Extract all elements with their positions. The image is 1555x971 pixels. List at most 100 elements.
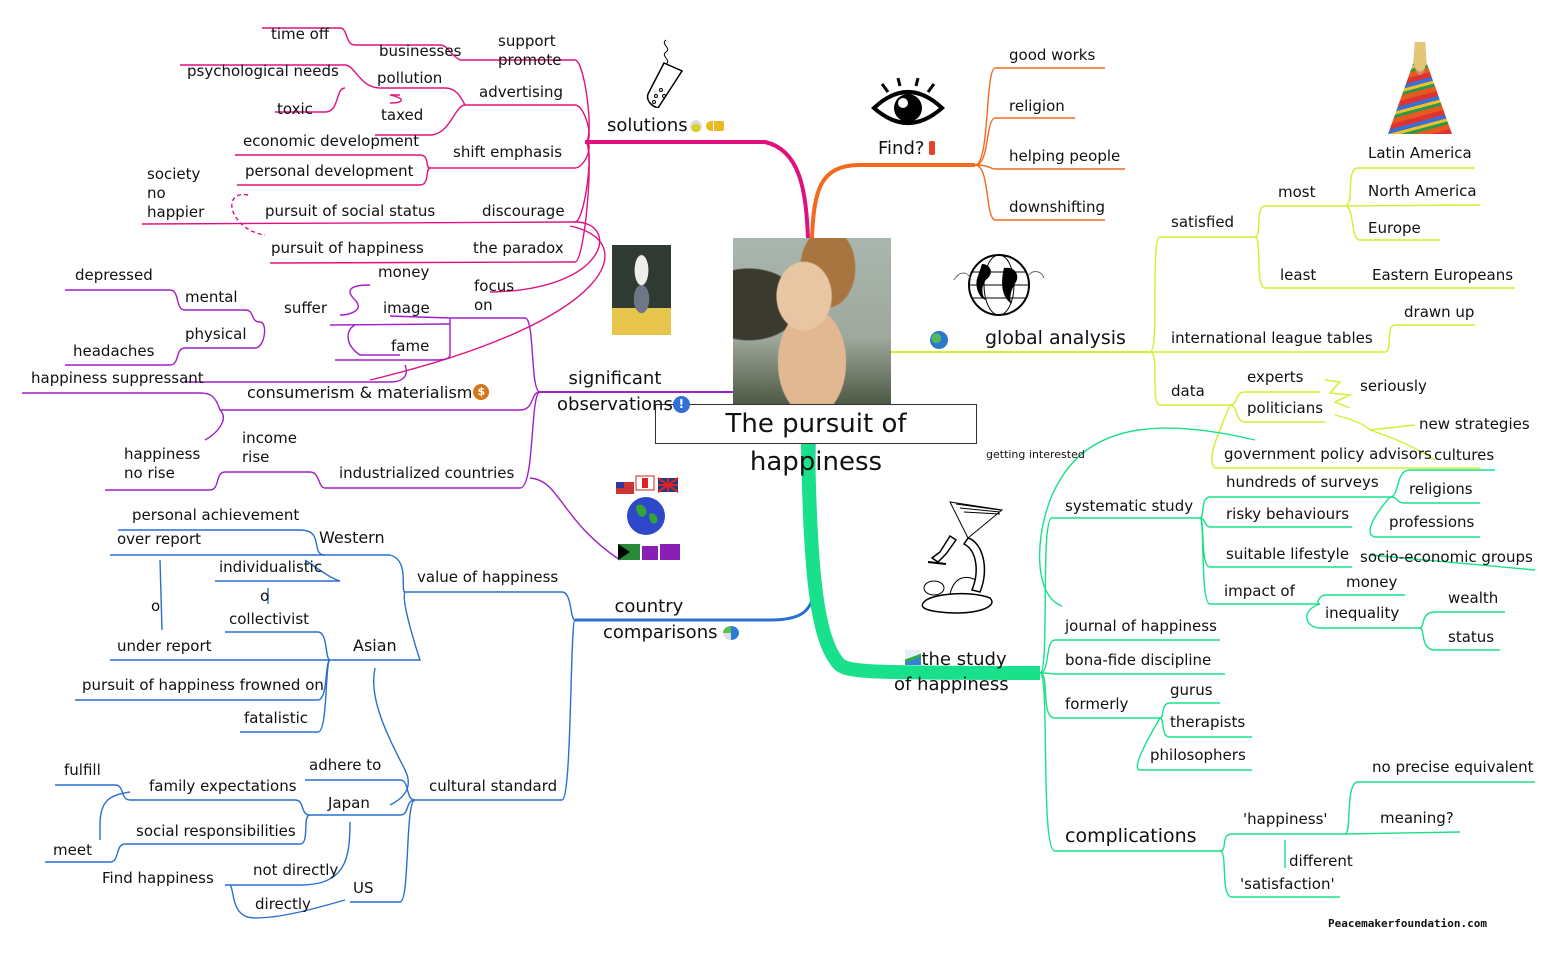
node-satisfaction-quoted[interactable]: 'satisfaction'	[1240, 875, 1335, 893]
node-money[interactable]: money	[378, 263, 430, 281]
node-o-mid[interactable]: o	[260, 587, 270, 605]
node-individualistic[interactable]: individualistic	[219, 558, 323, 576]
node-fatalistic[interactable]: fatalistic	[244, 709, 308, 727]
node-businesses[interactable]: businesses	[379, 42, 462, 60]
node-personal-development[interactable]: personal development	[245, 162, 414, 180]
node-western[interactable]: Western	[319, 528, 385, 547]
node-find-happiness[interactable]: Find happiness	[102, 869, 214, 887]
node-toxic[interactable]: toxic	[277, 100, 313, 118]
node-pursuit-social-status[interactable]: pursuit of social status	[265, 202, 436, 220]
node-advertising[interactable]: advertising	[479, 83, 564, 101]
node-economic-development[interactable]: economic development	[243, 132, 420, 150]
node-pursuit-of-happiness[interactable]: pursuit of happiness	[271, 239, 424, 257]
node-support-promote[interactable]: support promote	[498, 32, 562, 69]
node-systematic-study[interactable]: systematic study	[1065, 497, 1194, 515]
node-adhere-to[interactable]: adhere to	[309, 756, 382, 774]
node-image[interactable]: image	[383, 299, 430, 317]
node-most[interactable]: most	[1278, 183, 1316, 201]
node-inequality[interactable]: inequality	[1325, 604, 1400, 622]
node-gurus[interactable]: gurus	[1170, 681, 1213, 699]
node-europe[interactable]: Europe	[1368, 219, 1421, 237]
find-item-good-works[interactable]: good works	[1009, 46, 1096, 64]
node-income-rise[interactable]: income rise	[242, 429, 297, 466]
node-significant-observations[interactable]: significant observations!	[557, 340, 690, 418]
node-frowned-on[interactable]: pursuit of happiness frowned on	[82, 676, 324, 694]
node-satisfied[interactable]: satisfied	[1171, 213, 1235, 231]
node-hundreds-of-surveys[interactable]: hundreds of surveys	[1226, 473, 1379, 491]
node-the-paradox[interactable]: the paradox	[473, 239, 564, 257]
node-data[interactable]: data	[1171, 382, 1205, 400]
node-seriously[interactable]: seriously	[1360, 377, 1427, 395]
node-new-strategies[interactable]: new strategies	[1419, 415, 1530, 433]
node-status[interactable]: status	[1448, 628, 1495, 646]
node-under-report[interactable]: under report	[117, 637, 212, 655]
node-politicians[interactable]: politicians	[1247, 399, 1324, 417]
node-physical[interactable]: physical	[185, 325, 247, 343]
node-international-league-tables[interactable]: international league tables	[1171, 329, 1373, 347]
node-philosophers[interactable]: philosophers	[1150, 746, 1246, 764]
node-fame[interactable]: fame	[391, 337, 430, 355]
node-drawn-up[interactable]: drawn up	[1404, 303, 1475, 321]
node-country-comparisons[interactable]: country comparisons	[603, 568, 740, 646]
node-mental[interactable]: mental	[185, 288, 238, 306]
node-global-analysis[interactable]: global analysis	[930, 326, 1126, 350]
node-collectivist[interactable]: collectivist	[229, 610, 310, 628]
node-happiness-quoted[interactable]: 'happiness'	[1243, 810, 1328, 828]
node-north-america[interactable]: North America	[1368, 182, 1477, 200]
node-depressed[interactable]: depressed	[75, 266, 153, 284]
node-solutions[interactable]: solutions	[607, 115, 724, 137]
node-religions[interactable]: religions	[1409, 480, 1473, 498]
node-value-of-happiness[interactable]: value of happiness	[417, 568, 559, 586]
node-study-money[interactable]: money	[1346, 573, 1398, 591]
node-shift-emphasis[interactable]: shift emphasis	[453, 143, 563, 161]
node-journal-of-happiness[interactable]: journal of happiness	[1065, 617, 1217, 635]
node-asian[interactable]: Asian	[353, 636, 397, 655]
node-consumerism-materialism[interactable]: consumerism & materialism$	[247, 384, 490, 402]
node-least[interactable]: least	[1280, 266, 1317, 284]
node-formerly[interactable]: formerly	[1065, 695, 1129, 713]
node-socio-economic-groups[interactable]: socio-economic groups	[1360, 548, 1533, 566]
node-cultural-standard[interactable]: cultural standard	[429, 777, 558, 795]
node-study-of-happiness[interactable]: the study of happiness	[894, 622, 1009, 697]
node-directly[interactable]: directly	[255, 895, 311, 913]
node-suffer[interactable]: suffer	[284, 299, 328, 317]
node-meet[interactable]: meet	[53, 841, 92, 859]
node-suitable-lifestyle[interactable]: suitable lifestyle	[1226, 545, 1350, 563]
node-taxed[interactable]: taxed	[381, 106, 424, 124]
node-happiness-no-rise[interactable]: happiness no rise	[124, 445, 201, 482]
node-personal-achievement[interactable]: personal achievement	[132, 506, 300, 524]
node-headaches[interactable]: headaches	[73, 342, 155, 360]
node-risky-behaviours[interactable]: risky behaviours	[1226, 505, 1350, 523]
node-happiness-suppressant[interactable]: happiness suppressant	[31, 369, 204, 387]
node-over-report[interactable]: over report	[117, 530, 202, 548]
node-find[interactable]: Find?	[878, 138, 936, 160]
node-japan[interactable]: Japan	[328, 794, 370, 812]
node-government-policy-advisors[interactable]: government policy advisors	[1224, 445, 1432, 463]
node-no-precise-equivalent[interactable]: no precise equivalent	[1372, 758, 1534, 776]
node-impact-of[interactable]: impact of	[1224, 582, 1295, 600]
node-us[interactable]: US	[353, 879, 374, 897]
find-item-downshifting[interactable]: downshifting	[1009, 198, 1106, 216]
node-experts[interactable]: experts	[1247, 368, 1304, 386]
central-topic[interactable]: The pursuit of happiness	[655, 404, 977, 477]
node-family-expectations[interactable]: family expectations	[149, 777, 297, 795]
node-discourage[interactable]: discourage	[482, 202, 565, 220]
node-therapists[interactable]: therapists	[1170, 713, 1246, 731]
node-getting-interested[interactable]: getting interested	[986, 448, 1085, 461]
node-industrialized-countries[interactable]: industrialized countries	[339, 464, 515, 482]
node-fulfill[interactable]: fulfill	[64, 761, 101, 779]
node-o-left[interactable]: o	[151, 597, 161, 615]
node-pollution[interactable]: pollution	[377, 69, 443, 87]
node-latin-america[interactable]: Latin America	[1368, 144, 1472, 162]
node-meaning[interactable]: meaning?	[1380, 809, 1454, 827]
find-item-helping-people[interactable]: helping people	[1009, 147, 1121, 165]
node-cultures[interactable]: cultures	[1434, 446, 1495, 464]
node-not-directly[interactable]: not directly	[253, 861, 339, 879]
node-psychological-needs[interactable]: psychological needs	[187, 62, 339, 80]
node-time-off[interactable]: time off	[271, 25, 330, 43]
node-social-responsibilities[interactable]: social responsibilities	[136, 822, 296, 840]
node-eastern-europeans[interactable]: Eastern Europeans	[1372, 266, 1514, 284]
node-professions[interactable]: professions	[1389, 513, 1475, 531]
node-wealth[interactable]: wealth	[1448, 589, 1499, 607]
node-complications[interactable]: complications	[1065, 825, 1197, 847]
